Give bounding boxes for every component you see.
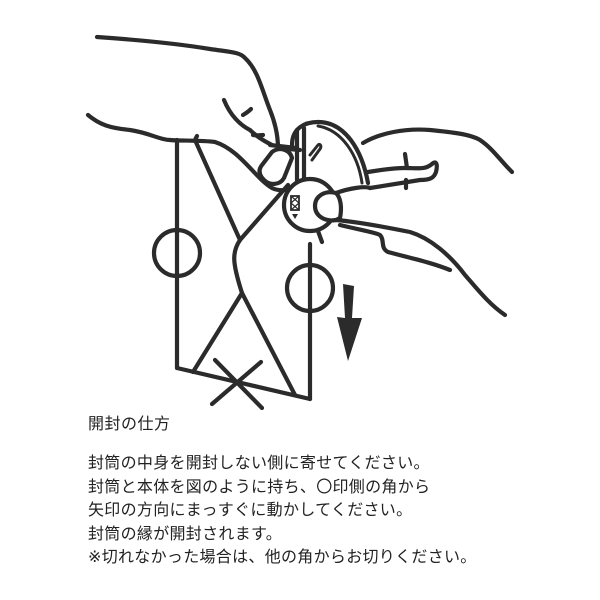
envelope-icon [174,137,313,402]
envelope-symbol-icon [290,195,300,219]
circle-mark-left [151,227,203,279]
instructions-section: 開封の仕方 封筒の中身を開封しない側に寄せてください。 封筒と本体を図のように持… [88,413,588,569]
instruction-line: 矢印の方向にまっすぐに動かしてください。 [88,500,413,519]
instruction-note: ※切れなかった場合は、他の角からお切りください。 [88,547,477,566]
opening-illustration [85,34,515,410]
instruction-line: 封筒の中身を開封しない側に寄せてください。 [88,453,430,472]
hand-right-icon [312,127,515,318]
instruction-line: 封筒と本体を図のように持ち、〇印側の角から [88,476,431,496]
arrow-down-icon [337,284,362,361]
cross-mark-icon [209,357,265,410]
instruction-line: 封筒の縁が開封されます。 [88,523,283,543]
instructions-list: 封筒の中身を開封しない側に寄せてください。 封筒と本体を図のように持ち、〇印側の… [88,451,588,569]
instructions-heading: 開封の仕方 [88,414,171,433]
hand-left-icon [85,34,303,193]
circle-mark-right [284,262,336,314]
